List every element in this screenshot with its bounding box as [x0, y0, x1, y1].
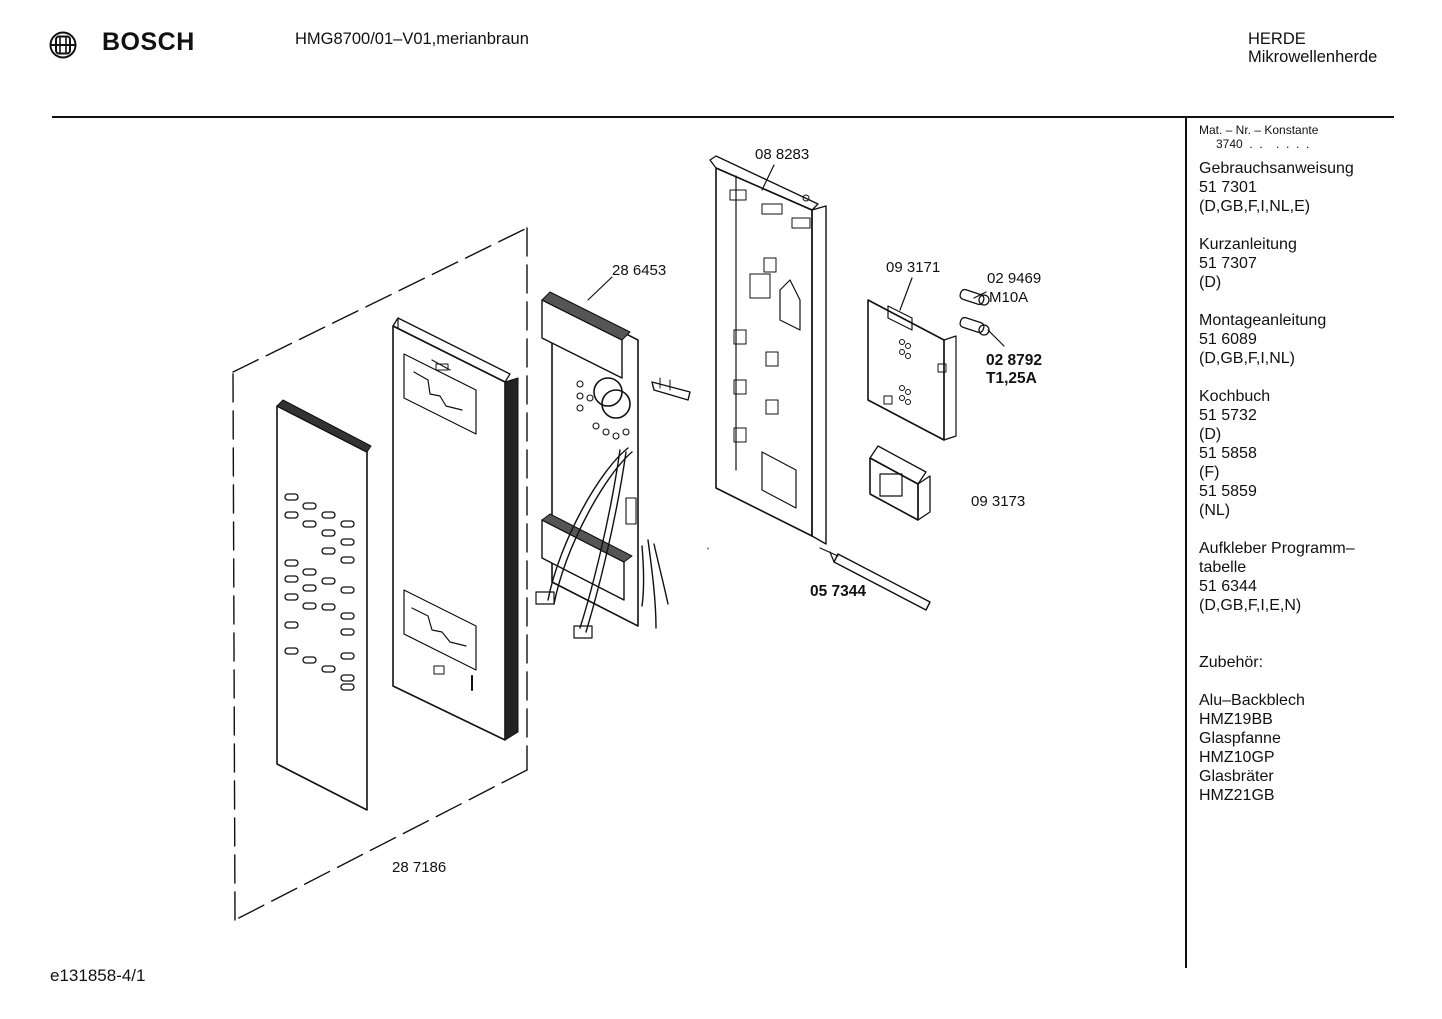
- exploded-diagram: 08 8283 28 6453 09 3171 02 9469 M10A 02 …: [232, 146, 1042, 921]
- doc-number: 51 5858: [1199, 445, 1257, 462]
- doc-languages: (D,GB,F,I,NL): [1199, 350, 1296, 367]
- doc-title: Gebrauchsanweisung: [1199, 160, 1354, 177]
- part-label-088283: 08 8283: [755, 146, 809, 163]
- mounting-bracket: [709, 155, 827, 545]
- doc-languages: (F): [1199, 464, 1220, 481]
- doc-installation: Montageanleitung 51 6089 (D,GB,F,I,NL): [1199, 311, 1389, 368]
- mat-number-block: Mat. – Nr. – Konstante 3740 . . . . . .: [1199, 123, 1389, 151]
- power-pcb: [867, 299, 957, 441]
- category-subtitle: Mikrowellenherde: [1248, 48, 1378, 66]
- control-frame: [392, 317, 519, 741]
- accessory-item: Glaspfanne: [1199, 730, 1281, 747]
- doc-title: Aufkleber Programm–: [1199, 540, 1355, 557]
- doc-title: Kochbuch: [1199, 388, 1271, 405]
- accessories-heading: Zubehör:: [1199, 653, 1389, 672]
- accessory-code: HMZ10GP: [1199, 749, 1275, 766]
- doc-number: 51 5732: [1199, 407, 1257, 424]
- part-label-028792: 02 8792: [986, 352, 1042, 369]
- part-labels: 08 8283 28 6453 09 3171 02 9469 M10A 02 …: [392, 146, 1042, 876]
- accessory-code: HMZ21GB: [1199, 787, 1275, 804]
- part-label-m10a: M10A: [989, 289, 1028, 306]
- accessories-title: Zubehör:: [1199, 654, 1264, 671]
- accessory-code: HMZ19BB: [1199, 711, 1273, 728]
- doc-number: 51 6344: [1199, 578, 1257, 595]
- accessory-item: Alu–Backblech: [1199, 692, 1305, 709]
- part-label-t125a: T1,25A: [986, 370, 1037, 387]
- mat-label: Mat. – Nr. – Konstante: [1199, 123, 1319, 137]
- part-label-093171: 09 3171: [886, 259, 940, 276]
- foil-buttons: [284, 493, 355, 691]
- part-label-093173: 09 3173: [971, 493, 1025, 510]
- doc-languages: (D,GB,F,I,NL,E): [1199, 198, 1311, 215]
- model-number: HMG8700/01–V01,merianbraun: [295, 30, 529, 48]
- push-rod: [829, 551, 931, 611]
- sidebar-divider: [1185, 116, 1187, 968]
- panel-outline: [232, 227, 528, 921]
- accessory-item: Glasbräter: [1199, 768, 1274, 785]
- doc-languages: (NL): [1199, 502, 1231, 519]
- fuse-t125a: [959, 316, 990, 336]
- doc-quick-guide: Kurzanleitung 51 7307 (D): [1199, 235, 1389, 292]
- front-foil-panel: [276, 399, 372, 811]
- doc-number: 51 6089: [1199, 331, 1257, 348]
- bosch-logo-icon: [49, 31, 77, 59]
- part-label-287186: 28 7186: [392, 859, 446, 876]
- doc-title: Montageanleitung: [1199, 312, 1327, 329]
- doc-program-sticker: Aufkleber Programm– tabelle 51 6344 (D,G…: [1199, 539, 1389, 615]
- part-label-029469: 02 9469: [987, 270, 1041, 287]
- transformer: [869, 445, 931, 521]
- doc-number: 51 5859: [1199, 483, 1257, 500]
- accessories-list: Alu–Backblech HMZ19BB Glaspfanne HMZ10GP…: [1199, 691, 1389, 805]
- fuse-m10a: [959, 288, 990, 306]
- doc-title: Kurzanleitung: [1199, 236, 1297, 253]
- header-divider: [52, 116, 1394, 118]
- category-block: HERDE Mikrowellenherde: [1248, 30, 1377, 66]
- doc-languages: (D): [1199, 274, 1222, 291]
- part-label-057344: 05 7344: [810, 583, 866, 600]
- part-label-286453: 28 6453: [612, 262, 666, 279]
- doc-languages: (D,GB,F,I,E,N): [1199, 597, 1302, 614]
- brand-name: BOSCH: [102, 28, 195, 56]
- doc-languages: (D): [1199, 426, 1222, 443]
- mat-value: 3740 . . . . . .: [1216, 137, 1310, 151]
- doc-cookbook: Kochbuch 51 5732 (D) 51 5858 (F) 51 5859…: [1199, 387, 1389, 520]
- control-pcb: [535, 291, 691, 639]
- doc-number: 51 7307: [1199, 255, 1257, 272]
- leader-lines: [587, 164, 1005, 557]
- doc-title-cont: tabelle: [1199, 559, 1247, 576]
- drawing-code: e131858-4/1: [50, 966, 146, 985]
- doc-user-manual: Gebrauchsanweisung 51 7301 (D,GB,F,I,NL,…: [1199, 159, 1389, 216]
- doc-number: 51 7301: [1199, 179, 1257, 196]
- category-title: HERDE: [1248, 30, 1306, 48]
- sidebar: Mat. – Nr. – Konstante 3740 . . . . . . …: [1199, 123, 1389, 805]
